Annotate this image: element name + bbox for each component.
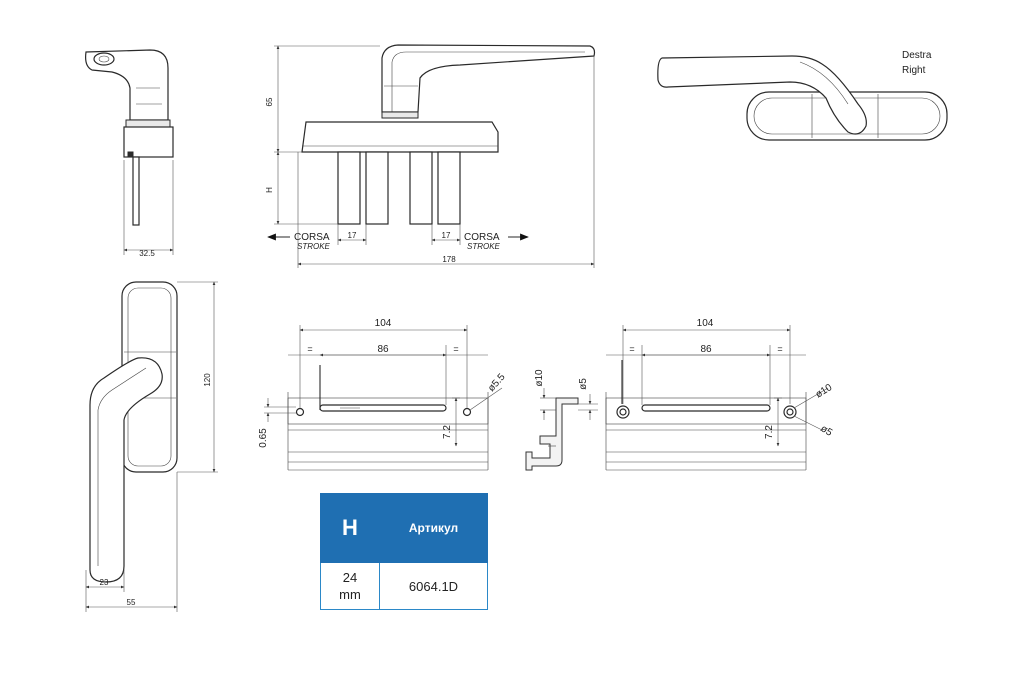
orientation-italian: Destra xyxy=(902,50,932,61)
stroke-right-sub: STROKE xyxy=(467,242,501,251)
orientation-english: Right xyxy=(902,65,926,76)
rail1-offset-label: 0.65 xyxy=(258,428,269,448)
rail2-d10-label: ø10 xyxy=(814,382,835,401)
front-view: 65 H 17 17 CORSA STROKE CORSA STROKE 178 xyxy=(265,44,596,268)
side-width-label: 32.5 xyxy=(139,249,155,258)
rail1-hole-label: ø5.5 xyxy=(486,371,508,394)
header-h: H xyxy=(320,493,380,563)
rail2-d5-label: ø5 xyxy=(818,423,834,439)
profile-d5-label: ø5 xyxy=(578,378,589,390)
rail1-inner-label: 86 xyxy=(377,344,389,355)
header-article: Артикул xyxy=(379,493,488,563)
front-total-label: 178 xyxy=(442,255,456,264)
cell-h-number: 24 xyxy=(342,570,358,585)
stroke-right-word: CORSA xyxy=(464,232,500,243)
cell-h-unit: mm xyxy=(339,587,361,602)
rail1-eq-left: = xyxy=(307,344,312,354)
table-row: 24 mm 6064.1D xyxy=(320,562,488,610)
cell-h-value: 24 mm xyxy=(320,562,380,610)
top-view: Destra Right xyxy=(657,50,948,141)
rail1-eq-right: = xyxy=(453,344,458,354)
profile-section: ø10 ø5 xyxy=(525,369,598,471)
front-height-h-label: H xyxy=(265,187,274,193)
rail1-total-label: 104 xyxy=(375,318,392,329)
stroke-right-value: 17 xyxy=(442,231,451,240)
stroke-left-word: CORSA xyxy=(294,232,330,243)
side-view: 32.5 xyxy=(85,49,174,258)
rail-detail-1: 104 86 = = ø5.5 0.65 7.2 xyxy=(258,318,508,471)
plan-width-total-label: 55 xyxy=(127,598,136,607)
rail-detail-2: 104 86 = = ø10 ø5 7.2 xyxy=(605,318,835,471)
plan-width-small-label: 23 xyxy=(100,578,109,587)
plan-view: 120 23 55 xyxy=(85,281,218,612)
profile-d10-label: ø10 xyxy=(534,369,545,387)
stroke-left-sub: STROKE xyxy=(297,242,331,251)
rail2-depth-label: 7.2 xyxy=(764,425,775,439)
spec-table-header-row: H Артикул xyxy=(320,493,488,563)
rail2-inner-label: 86 xyxy=(700,344,712,355)
cell-article: 6064.1D xyxy=(379,562,488,610)
rail1-depth-label: 7.2 xyxy=(442,425,453,439)
rail2-eq-right: = xyxy=(777,344,782,354)
rail2-total-label: 104 xyxy=(697,318,714,329)
plan-height-label: 120 xyxy=(203,373,212,387)
stroke-left-value: 17 xyxy=(348,231,357,240)
front-height-65-label: 65 xyxy=(265,97,274,106)
rail2-eq-left: = xyxy=(629,344,634,354)
spec-table: H Артикул 24 mm 6064.1D xyxy=(320,493,488,610)
